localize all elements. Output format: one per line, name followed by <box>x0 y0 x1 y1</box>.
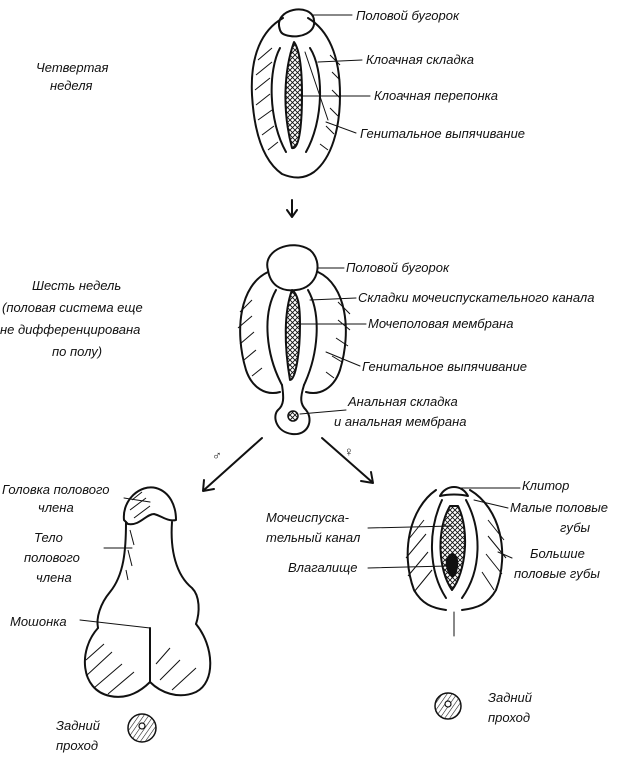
female-leaders <box>367 487 521 569</box>
week4-label-cloacal-membrane: Клоачная перепонка <box>374 88 498 103</box>
female-label-anus-line2: проход <box>488 710 530 725</box>
male-label-shaft-line3: члена <box>36 570 72 585</box>
week4-label-cloacal-fold: Клоачная складка <box>366 52 474 67</box>
week6-label-anal-fold-line2: и анальная мембрана <box>334 414 466 429</box>
male-label-scrotum: Мошонка <box>10 614 67 629</box>
week4-title-line1: Четвертая <box>36 60 109 75</box>
stage-week6-leaders <box>295 267 367 415</box>
week6-label-genital-tubercle: Половой бугорок <box>346 260 450 275</box>
week6-title-line3: не дифференцирована <box>0 322 140 337</box>
arrow-down <box>286 199 298 218</box>
male-leaders <box>79 497 151 629</box>
female-label-labia-minora-line2: губы <box>560 520 591 535</box>
male-label-shaft-line2: полового <box>24 550 80 565</box>
female-label-clitoris: Клитор <box>522 478 569 493</box>
female-label-vagina: Влагалище <box>288 560 357 575</box>
male-label-glans-line2: члена <box>38 500 74 515</box>
female-label-anus-line1: Задний <box>488 690 532 705</box>
male-illustration <box>83 486 212 743</box>
stage-week6-illustration <box>237 244 351 436</box>
week6-label-urogenital-membrane: Мочеполовая мембрана <box>368 316 513 331</box>
stage-week4-leaders <box>299 14 371 134</box>
week4-label-genital-tubercle: Половой бугорок <box>356 8 460 23</box>
female-label-labia-minora-line1: Малые половые <box>510 500 608 515</box>
male-symbol: ♂ <box>212 448 222 463</box>
male-label-glans-line1: Головка полового <box>2 482 110 497</box>
female-symbol: ♀ <box>344 444 354 459</box>
stage-week4-illustration <box>250 8 341 179</box>
arrow-to-male <box>202 437 263 492</box>
week6-label-anal-fold-line1: Анальная складка <box>347 394 458 409</box>
week6-title-line4: по полу) <box>52 344 102 359</box>
female-label-urethra-line1: Мочеиспуска- <box>266 510 350 525</box>
female-label-labia-majora-line1: Большие <box>530 546 585 561</box>
week4-label-genital-swelling: Генитальное выпячивание <box>360 126 525 141</box>
female-label-urethra-line2: тельный канал <box>266 530 361 545</box>
week6-label-genital-swelling: Генитальное выпячивание <box>362 359 527 374</box>
week6-label-urethral-folds: Складки мочеиспускательного канала <box>358 290 594 305</box>
female-illustration <box>405 486 507 720</box>
female-label-labia-majora-line2: половые губы <box>514 566 600 581</box>
week6-title-line2: (половая система еще <box>2 300 143 315</box>
week4-title-line2: неделя <box>50 78 93 93</box>
arrow-to-female <box>321 437 374 484</box>
week6-title-line1: Шесть недель <box>32 278 121 293</box>
male-label-anus-line1: Задний <box>56 718 100 733</box>
male-label-shaft-line1: Тело <box>34 530 63 545</box>
male-label-anus-line2: проход <box>56 738 98 753</box>
